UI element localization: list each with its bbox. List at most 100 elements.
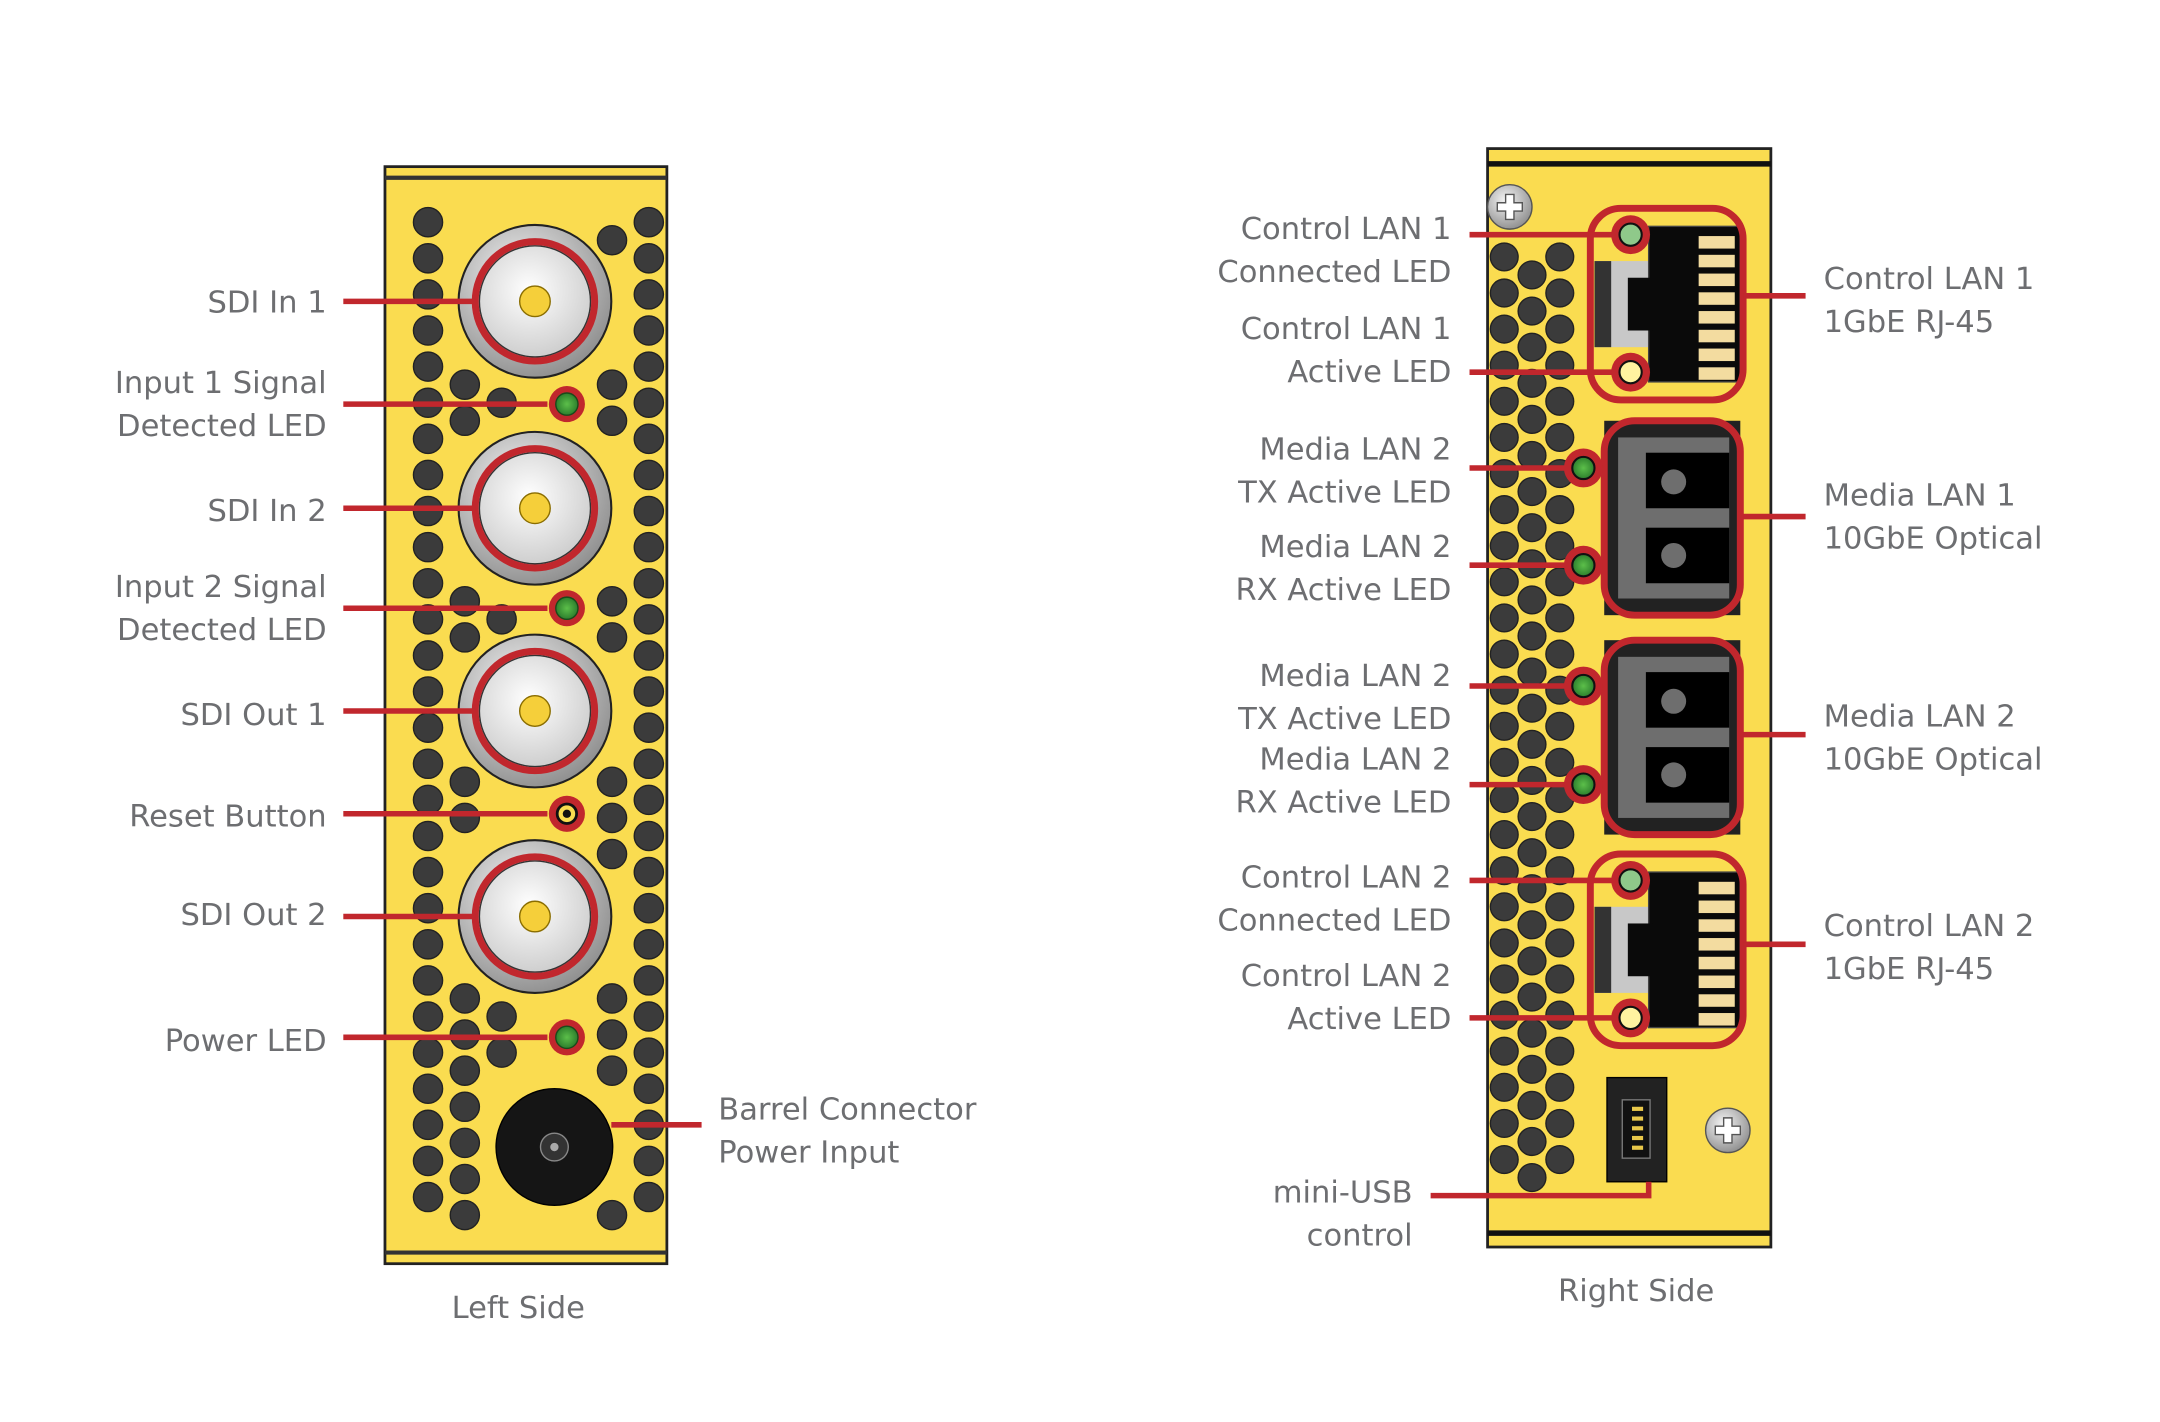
label-control-lan-1-port-line: 1GbE RJ-45: [1824, 305, 1995, 340]
vent-hole: [1489, 928, 1519, 958]
barrel-connector: [495, 1088, 614, 1207]
media-lan-1-rx-led: [1571, 553, 1596, 578]
control-lan-2-active-led: [1618, 1005, 1643, 1031]
vent-hole: [1489, 820, 1519, 850]
label-control-lan-1-active-line: Active LED: [1287, 355, 1451, 390]
vent-hole: [1545, 386, 1575, 416]
vent-hole: [1489, 495, 1519, 525]
vent-hole: [1489, 747, 1519, 777]
vent-hole: [412, 676, 444, 707]
vent-hole: [412, 279, 444, 310]
vent-hole: [412, 1145, 444, 1177]
vent-hole: [1517, 657, 1547, 687]
label-sdi-in-1: SDI In 1: [207, 285, 326, 320]
vent-hole: [412, 206, 444, 238]
vent-hole: [1517, 621, 1547, 651]
media-lan-2-tx-led: [1571, 673, 1596, 699]
vent-hole: [633, 712, 665, 743]
vent-hole: [633, 929, 665, 960]
vent-hole: [596, 1199, 628, 1231]
vent-hole: [1517, 404, 1547, 434]
label-control-lan-2-active-line: Control LAN 2: [1241, 959, 1452, 994]
media-lan-2-rx-led: [1571, 772, 1596, 797]
vent-hole: [1517, 982, 1547, 1012]
label-media-lan-2-tx-line: TX Active LED: [1237, 702, 1451, 737]
vent-hole: [449, 1199, 481, 1231]
vent-hole: [412, 567, 444, 599]
vent-hole: [1517, 1163, 1547, 1193]
vent-hole: [1489, 1144, 1519, 1175]
input1-led: [555, 392, 579, 416]
media-lan-2-optical-port: [1600, 636, 1744, 839]
label-control-lan-1-active-line: Control LAN 1: [1241, 312, 1452, 347]
label-control-lan-2-port-line: 1GbE RJ-45: [1824, 952, 1995, 987]
vent-hole: [1517, 1018, 1547, 1048]
vent-hole: [412, 315, 444, 346]
vent-hole: [633, 459, 665, 491]
vent-hole: [1489, 639, 1519, 669]
control-lan-1-active-led: [1618, 360, 1643, 385]
vent-hole: [449, 586, 481, 617]
vent-hole: [412, 1073, 444, 1104]
sdi-in-2-bnc-connector: [457, 430, 613, 586]
vent-hole: [486, 1001, 517, 1032]
vent-hole: [1517, 910, 1547, 940]
sdi-out-1-bnc-connector: [457, 633, 613, 789]
vent-hole: [633, 315, 665, 346]
label-input2-led-line: Detected LED: [117, 613, 327, 648]
label-sdi-out-2: SDI Out 2: [180, 898, 326, 933]
vent-holes: [412, 206, 665, 1231]
vent-hole: [596, 369, 628, 400]
vent-hole: [1489, 422, 1519, 453]
vent-hole: [412, 965, 444, 996]
vent-hole: [633, 820, 665, 852]
mini-usb-port: [1606, 1076, 1668, 1183]
vent-hole: [449, 1091, 481, 1123]
label-media-lan-2-rx-line: RX Active LED: [1236, 785, 1452, 820]
vent-hole: [1517, 477, 1547, 507]
vent-hole: [412, 604, 444, 635]
vent-hole: [1545, 1072, 1575, 1102]
label-input1-led-line: Detected LED: [117, 409, 327, 444]
vent-hole: [596, 622, 628, 653]
label-power-led-line: Power LED: [165, 1024, 327, 1059]
vent-hole: [412, 784, 444, 816]
label-sdi-in-2-line: SDI In 2: [207, 494, 326, 529]
vent-hole: [596, 1055, 628, 1086]
vent-hole: [1545, 964, 1575, 994]
vent-hole: [449, 369, 481, 400]
vent-hole: [1489, 531, 1519, 561]
vent-hole: [412, 1001, 444, 1032]
sdi-in-1-bnc-connector: [457, 223, 613, 379]
vent-hole: [633, 965, 665, 996]
vent-hole: [1489, 567, 1519, 597]
vent-hole: [633, 784, 665, 816]
vent-hole: [633, 1001, 665, 1032]
vent-hole: [1545, 747, 1575, 777]
vent-hole: [449, 1127, 481, 1159]
vent-hole: [1517, 838, 1547, 868]
vent-hole: [633, 206, 665, 238]
vent-hole: [633, 279, 665, 310]
label-input1-led-line: Input 1 Signal: [115, 366, 327, 401]
vent-hole: [412, 531, 444, 563]
screw-icon: [1704, 1107, 1751, 1154]
vent-hole: [1545, 1108, 1575, 1139]
vent-hole: [633, 423, 665, 455]
vent-hole: [412, 640, 444, 671]
label-control-lan-1-connected-line: Control LAN 1: [1241, 212, 1452, 247]
input2-led: [555, 596, 579, 621]
vent-hole: [412, 929, 444, 960]
label-media-lan-1-rx-line: Media LAN 2: [1259, 530, 1451, 565]
vent-hole: [1517, 801, 1547, 832]
vent-hole: [412, 856, 444, 888]
vent-holes: [1489, 242, 1575, 1193]
